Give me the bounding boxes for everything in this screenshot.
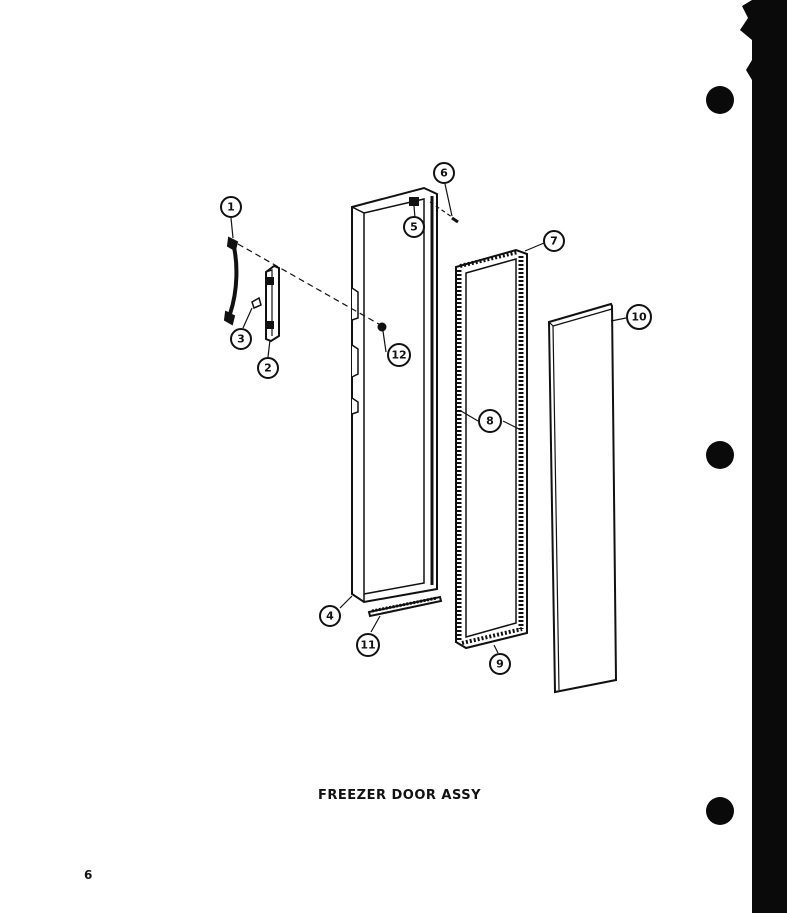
callout-5-label: 5 xyxy=(410,221,418,234)
callout-8-label: 8 xyxy=(486,415,494,428)
callout-5: 5 xyxy=(403,216,425,238)
callout-10-label: 10 xyxy=(631,311,647,324)
door-panel-part xyxy=(351,186,438,604)
alignment-dashed-line-2 xyxy=(429,201,453,218)
handle-bracket-part xyxy=(265,264,280,343)
screw-part xyxy=(451,216,459,224)
callout-3-label: 3 xyxy=(237,333,245,346)
binding-strip xyxy=(740,0,787,913)
door-handle-part xyxy=(223,236,239,326)
alignment-dashed-line xyxy=(237,243,385,328)
callout-11-label: 11 xyxy=(360,639,375,652)
callout-1: 1 xyxy=(220,196,242,218)
binder-hole-bottom xyxy=(706,797,734,825)
binder-hole-top xyxy=(706,86,734,114)
callout-4-label: 4 xyxy=(326,610,334,623)
leader-lines xyxy=(230,183,627,654)
callout-4: 4 xyxy=(319,605,341,627)
plug-part xyxy=(251,296,262,310)
page-number: 6 xyxy=(84,868,93,882)
callout-2: 2 xyxy=(257,357,279,379)
callout-1-label: 1 xyxy=(227,201,235,214)
callout-7-label: 7 xyxy=(550,235,558,248)
callout-2-label: 2 xyxy=(264,362,272,375)
callout-6: 6 xyxy=(433,162,455,184)
callout-7: 7 xyxy=(543,230,565,252)
liner-panel-part xyxy=(547,302,618,694)
binder-hole-middle xyxy=(706,441,734,469)
callout-9-label: 9 xyxy=(496,658,504,671)
callout-3: 3 xyxy=(230,328,252,350)
callout-12-label: 12 xyxy=(391,349,406,362)
callout-12: 12 xyxy=(387,343,411,367)
page-title: FREEZER DOOR ASSY xyxy=(318,788,482,803)
callout-8: 8 xyxy=(478,409,502,433)
callout-9: 9 xyxy=(489,653,511,675)
callout-10: 10 xyxy=(626,304,652,330)
callout-6-label: 6 xyxy=(440,167,448,180)
callout-11: 11 xyxy=(356,633,380,657)
gasket-frame-part xyxy=(455,248,528,650)
trim-strip-part xyxy=(367,595,443,618)
